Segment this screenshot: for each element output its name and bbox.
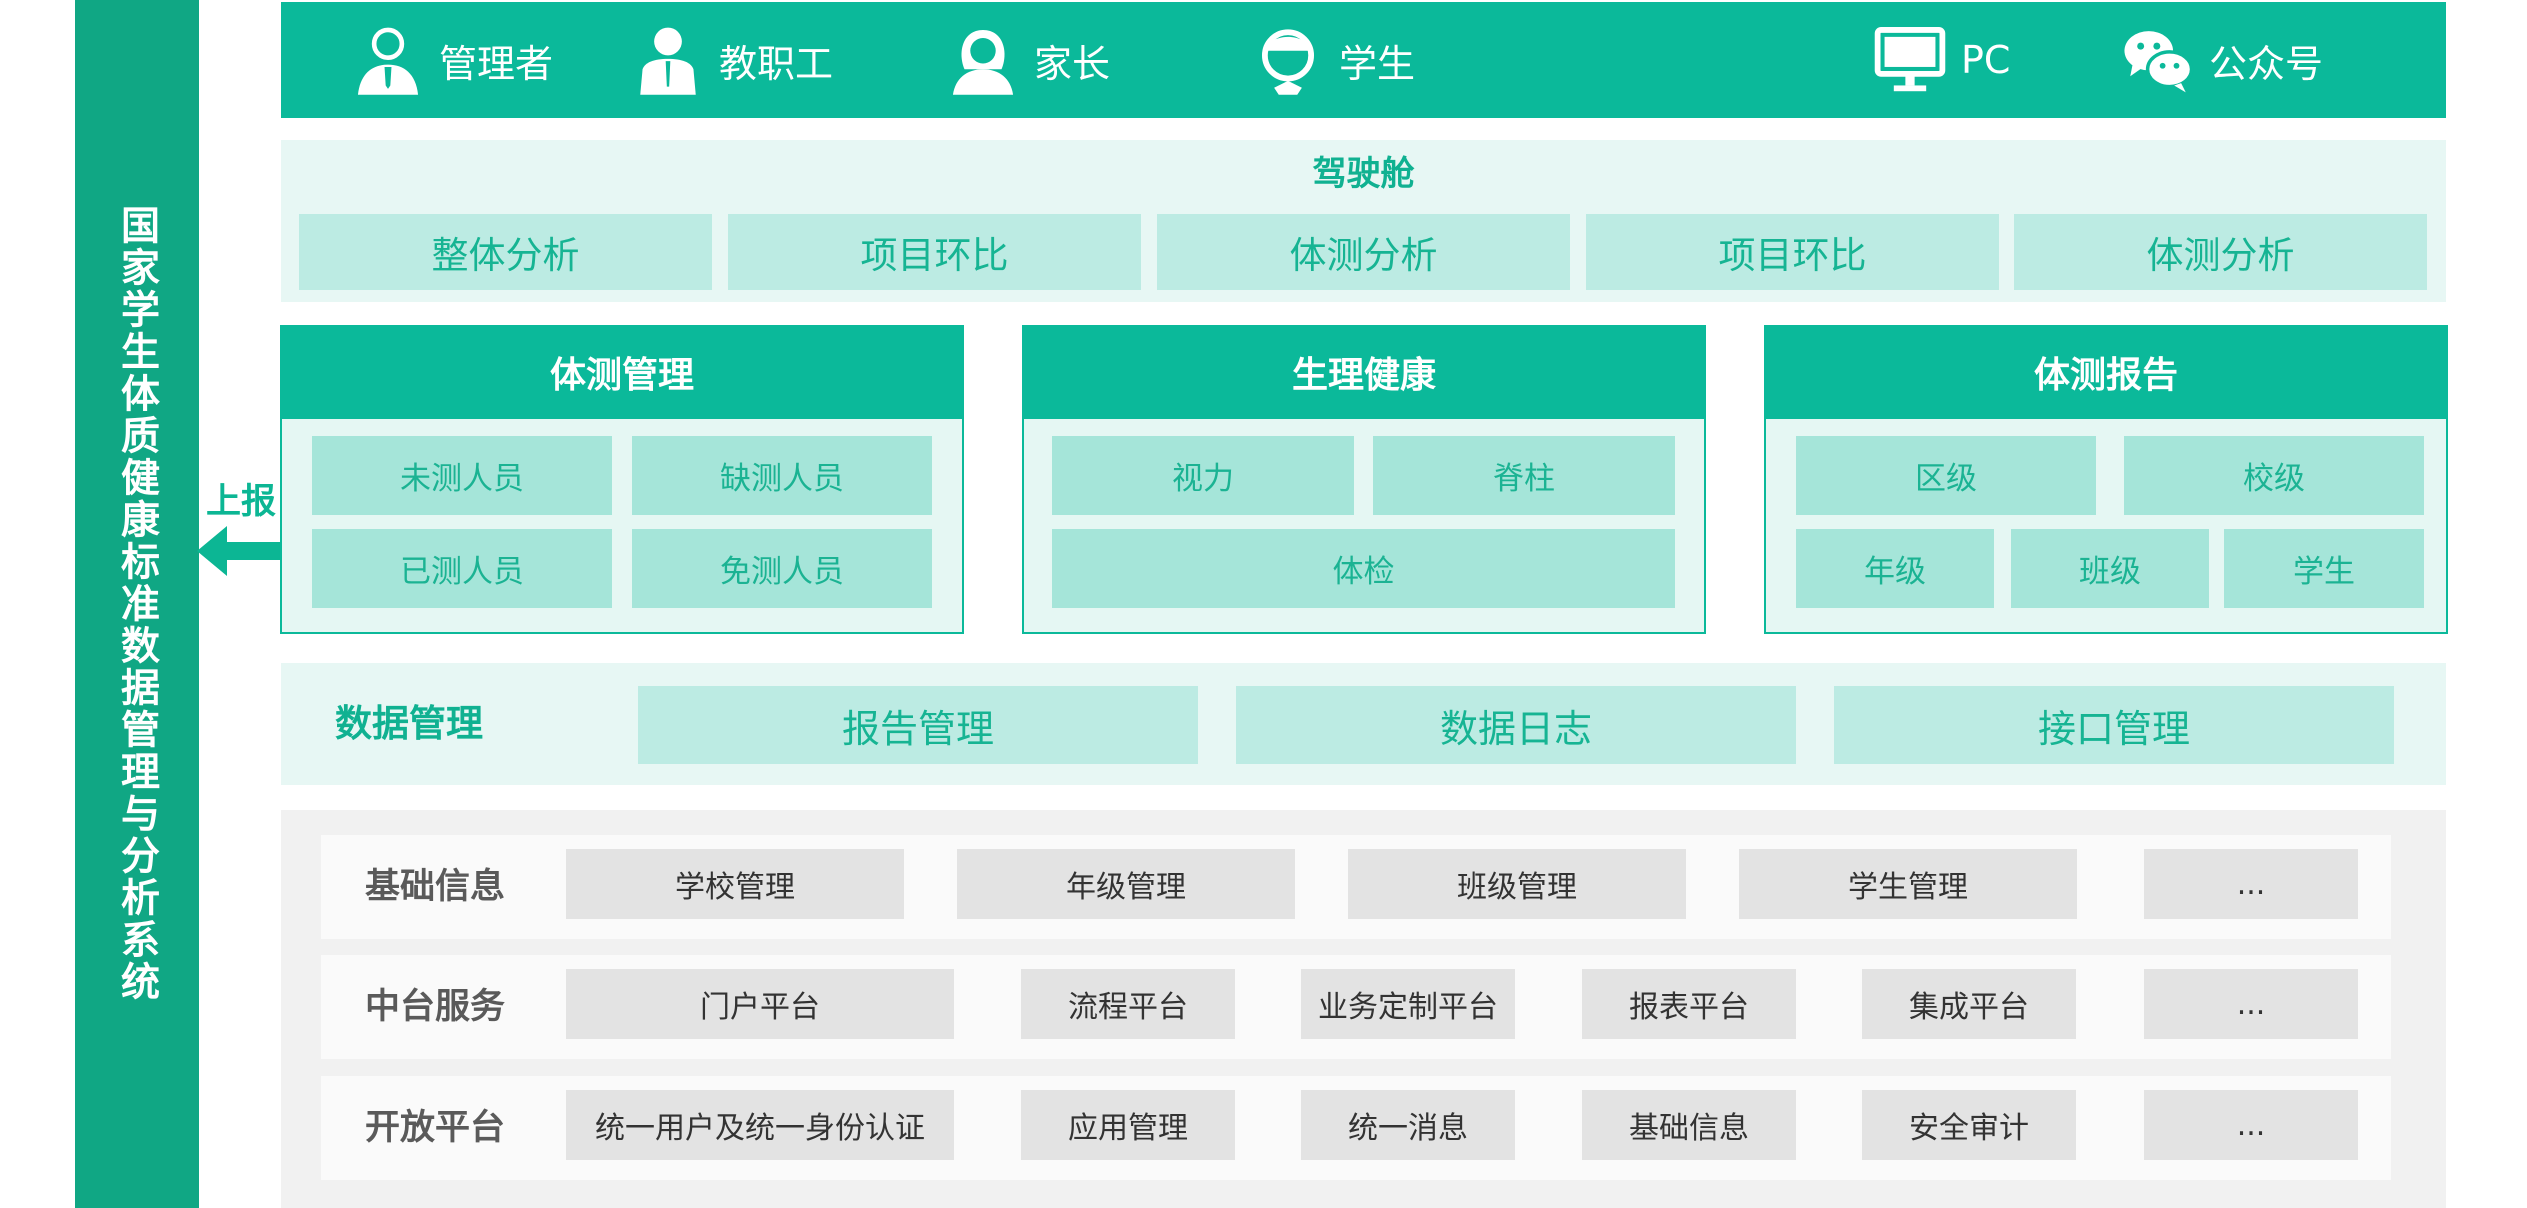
channel-wechat[interactable]: 公众号 (2121, 2, 2323, 118)
platform-row-label: 中台服务 (365, 987, 506, 1027)
staff-icon (640, 27, 696, 95)
role-parent[interactable]: 家长 (946, 2, 1110, 118)
platform-item[interactable]: 门户平台 (566, 969, 954, 1039)
channel-pc[interactable]: PC (1873, 2, 2010, 118)
module-item[interactable]: 学生 (2224, 529, 2424, 608)
role-label: 教职工 (719, 41, 834, 86)
manager-icon (357, 27, 419, 95)
platform-item[interactable]: 流程平台 (1021, 969, 1235, 1039)
platform-item[interactable]: 基础信息 (1582, 1090, 1796, 1160)
module-item[interactable]: 年级 (1796, 529, 1994, 608)
data-management-item[interactable]: 数据日志 (1236, 686, 1796, 764)
module-item[interactable]: 班级 (2011, 529, 2209, 608)
cockpit-item[interactable]: 体测分析 (2014, 214, 2427, 290)
platform-item[interactable]: 学生管理 (1739, 849, 2077, 919)
role-staff[interactable]: 教职工 (631, 2, 833, 118)
data-management-section: 数据管理 报告管理 数据日志 接口管理 (281, 663, 2446, 785)
role-student[interactable]: 学生 (1251, 2, 1415, 118)
report-arrow-icon (197, 526, 283, 576)
platform-item[interactable]: 年级管理 (957, 849, 1295, 919)
student-icon (1261, 29, 1315, 95)
channel-label: PC (1961, 38, 2011, 82)
system-title-bar: 国家学生体质健康标准数据管理与分析系统 (75, 0, 199, 1208)
platform-section: 基础信息 学校管理 年级管理 班级管理 学生管理 ... 中台服务 门户平台 流… (281, 810, 2446, 1208)
cockpit-section: 驾驶舱 整体分析 项目环比 体测分析 项目环比 体测分析 (281, 140, 2446, 302)
platform-item[interactable]: 安全审计 (1862, 1090, 2076, 1160)
module-item[interactable]: 体检 (1052, 529, 1675, 608)
module-item[interactable]: 校级 (2124, 436, 2424, 515)
platform-row-middle-service: 中台服务 门户平台 流程平台 业务定制平台 报表平台 集成平台 ... (321, 955, 2391, 1059)
data-management-item[interactable]: 报告管理 (638, 686, 1198, 764)
platform-item[interactable]: 业务定制平台 (1301, 969, 1515, 1039)
platform-item[interactable]: 学校管理 (566, 849, 904, 919)
role-label: 家长 (1034, 41, 1111, 86)
platform-row-open-platform: 开放平台 统一用户及统一身份认证 应用管理 统一消息 基础信息 安全审计 ... (321, 1076, 2391, 1180)
module-item[interactable]: 缺测人员 (632, 436, 932, 515)
cockpit-item[interactable]: 整体分析 (299, 214, 712, 290)
platform-row-basic-info: 基础信息 学校管理 年级管理 班级管理 学生管理 ... (321, 835, 2391, 939)
platform-item[interactable]: ... (2144, 1090, 2358, 1160)
module-test-management: 体测管理 未测人员 缺测人员 已测人员 免测人员 (280, 325, 964, 634)
data-management-item[interactable]: 接口管理 (1834, 686, 2394, 764)
role-label: 管理者 (439, 41, 554, 86)
module-item[interactable]: 未测人员 (312, 436, 612, 515)
system-title: 国家学生体质健康标准数据管理与分析系统 (114, 205, 160, 1003)
module-title: 体测报告 (1764, 325, 2448, 419)
module-item[interactable]: 脊柱 (1373, 436, 1675, 515)
module-test-report: 体测报告 区级 校级 年级 班级 学生 (1764, 325, 2448, 634)
platform-item[interactable]: 统一用户及统一身份认证 (566, 1090, 954, 1160)
module-title: 生理健康 (1022, 325, 1706, 419)
channel-label: 公众号 (2209, 41, 2324, 86)
platform-item[interactable]: 报表平台 (1582, 969, 1796, 1039)
role-manager[interactable]: 管理者 (351, 2, 553, 118)
cockpit-item[interactable]: 项目环比 (728, 214, 1141, 290)
user-bar: 管理者 教职工 家长 学生 PC (281, 2, 2446, 118)
platform-item[interactable]: ... (2144, 969, 2358, 1039)
parent-icon (952, 29, 1014, 95)
module-physiological-health: 生理健康 视力 脊柱 体检 (1022, 325, 1706, 634)
platform-row-label: 开放平台 (365, 1108, 506, 1148)
role-label: 学生 (1339, 41, 1416, 86)
wechat-icon (2124, 31, 2194, 93)
cockpit-item[interactable]: 体测分析 (1157, 214, 1570, 290)
module-item[interactable]: 视力 (1052, 436, 1354, 515)
platform-item[interactable]: 班级管理 (1348, 849, 1686, 919)
module-item[interactable]: 免测人员 (632, 529, 932, 608)
platform-item[interactable]: 应用管理 (1021, 1090, 1235, 1160)
report-label: 上报 (205, 482, 276, 522)
module-title: 体测管理 (280, 325, 964, 419)
cockpit-title: 驾驶舱 (1312, 154, 1415, 194)
pc-monitor-icon (1874, 27, 1946, 92)
platform-item[interactable]: ... (2144, 849, 2358, 919)
cockpit-item[interactable]: 项目环比 (1586, 214, 1999, 290)
module-item[interactable]: 区级 (1796, 436, 2096, 515)
platform-row-label: 基础信息 (365, 867, 506, 907)
data-management-title: 数据管理 (335, 702, 483, 745)
module-item[interactable]: 已测人员 (312, 529, 612, 608)
platform-item[interactable]: 集成平台 (1862, 969, 2076, 1039)
platform-item[interactable]: 统一消息 (1301, 1090, 1515, 1160)
